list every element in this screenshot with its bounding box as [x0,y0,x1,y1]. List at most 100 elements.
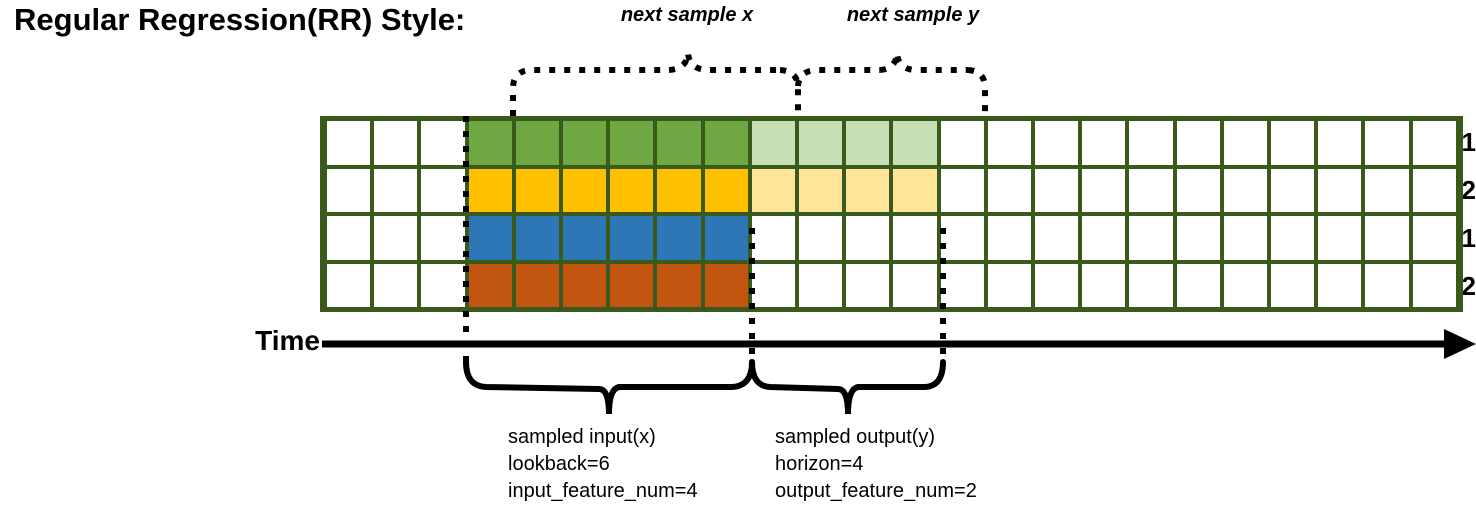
dotted-brace-y-right [967,67,988,116]
grid-cell-r1-c13 [893,121,937,165]
grid-cell-r3-c4 [468,216,512,260]
grid-cell-r4-c19 [1176,263,1220,307]
grid-cell-r3-c3 [421,216,465,260]
grid-cell-r2-c17 [1082,168,1126,212]
grid-cell-r2-c18 [1129,168,1173,212]
next-sample-y-label: next sample y [846,4,980,26]
grid-cell-r3-c15 [987,216,1032,260]
grid-cell-r3-c8 [657,216,701,260]
grid-cell-r1-c17 [1082,121,1126,165]
sampled-input-caption: sampled input(x) lookback=6 input_featur… [508,426,698,502]
grid-cell-r4-c1 [327,263,371,307]
grid-cell-r3-c21 [1271,216,1315,260]
curly-brace-sampled-input [463,359,755,415]
grid-cell-r4-c10 [751,263,796,307]
page-title: Regular Regression(RR) Style: [14,2,466,37]
grid-cell-r3-c5 [515,216,560,260]
grid-cell-r3-c23 [1365,216,1409,260]
dotted-brace-y-left [795,67,880,87]
grid-cell-r4-c18 [1129,263,1173,307]
grid-cell-r4-c23 [1365,263,1409,307]
grid-cell-r1-c3 [421,121,465,165]
grid-cell-r2-c2 [374,168,418,212]
grid-cell-r1-c6 [563,121,607,165]
dotted-brace-y-peak [879,52,968,73]
grid-cell-r1-c8 [657,121,701,165]
dotted-brace-x-left [510,67,669,116]
dotted-brace-x-peak [668,52,780,73]
grid-cell-r1-c20 [1223,121,1268,165]
grid-row [325,168,1458,212]
curly-brace-sampled-output [749,359,946,415]
grid-cell-r3-c14 [940,216,984,260]
grid-cell-r1-c19 [1176,121,1220,165]
grid-cell-r1-c1 [327,121,371,165]
grid-cell-r1-c21 [1271,121,1315,165]
grid-cell-r4-c2 [374,263,418,307]
grid-cell-r4-c20 [1223,263,1268,307]
grid-cell-r3-c1 [327,216,371,260]
next-sample-x-label: next sample x [620,4,754,26]
grid-cell-r4-c5 [515,263,560,307]
grid-cell-r4-c21 [1271,263,1315,307]
grid-cell-r3-c13 [893,216,937,260]
grid-cell-r2-c1 [327,168,371,212]
grid-cell-r2-c24 [1412,168,1456,212]
grid-row [325,216,1458,260]
grid-cell-r1-c23 [1365,121,1409,165]
grid-cell-r4-c8 [657,263,701,307]
grid-cell-r2-c23 [1365,168,1409,212]
grid-cell-r3-c17 [1082,216,1126,260]
grid-cell-r1-c2 [374,121,418,165]
grid-cell-r3-c6 [563,216,607,260]
grid-cell-r2-c12 [846,168,890,212]
grid-cell-r2-c19 [1176,168,1220,212]
grid-cell-r4-c13 [893,263,937,307]
grid-cell-r3-c19 [1176,216,1220,260]
grid-cell-r3-c9 [704,216,748,260]
grid-cell-r1-c12 [846,121,890,165]
time-axis-label: Time [255,325,320,356]
timeseries-grid [320,116,1463,312]
grid-row [325,121,1458,165]
dotted-brace-x-right [779,67,801,116]
grid-cell-r4-c22 [1318,263,1362,307]
grid-cell-r2-c9 [704,168,748,212]
grid-cell-r4-c17 [1082,263,1126,307]
grid-cell-r3-c11 [799,216,843,260]
grid-cell-r3-c24 [1412,216,1456,260]
grid-cell-r1-c14 [940,121,984,165]
grid-cell-r4-c11 [799,263,843,307]
grid-row [325,263,1458,307]
grid-cell-r2-c7 [610,168,654,212]
grid-cell-r4-c16 [1035,263,1079,307]
grid-cell-r3-c10 [751,216,796,260]
grid-cell-r1-c4 [468,121,512,165]
grid-cell-r4-c7 [610,263,654,307]
grid-cell-r3-c2 [374,216,418,260]
grid-cell-r3-c12 [846,216,890,260]
grid-cell-r4-c24 [1412,263,1456,307]
grid-cell-r4-c12 [846,263,890,307]
grid-cell-r1-c5 [515,121,560,165]
grid-cell-r4-c15 [987,263,1032,307]
grid-cell-r3-c18 [1129,216,1173,260]
grid-cell-r2-c20 [1223,168,1268,212]
sampled-output-caption: sampled output(y) horizon=4 output_featu… [775,426,977,502]
grid-cell-r4-c6 [563,263,607,307]
grid-cell-r4-c4 [468,263,512,307]
grid-cell-r1-c11 [799,121,843,165]
grid-cell-r2-c4 [468,168,512,212]
grid-cell-r1-c9 [704,121,748,165]
grid-cell-r3-c20 [1223,216,1268,260]
grid-cell-r1-c24 [1412,121,1456,165]
grid-cell-r2-c5 [515,168,560,212]
grid-cell-r1-c18 [1129,121,1173,165]
grid-cell-r1-c22 [1318,121,1362,165]
grid-cell-r4-c14 [940,263,984,307]
grid-cell-r2-c22 [1318,168,1362,212]
time-axis-arrowhead [1444,329,1476,359]
grid-cell-r2-c14 [940,168,984,212]
grid-cell-r3-c7 [610,216,654,260]
grid-cell-r2-c16 [1035,168,1079,212]
